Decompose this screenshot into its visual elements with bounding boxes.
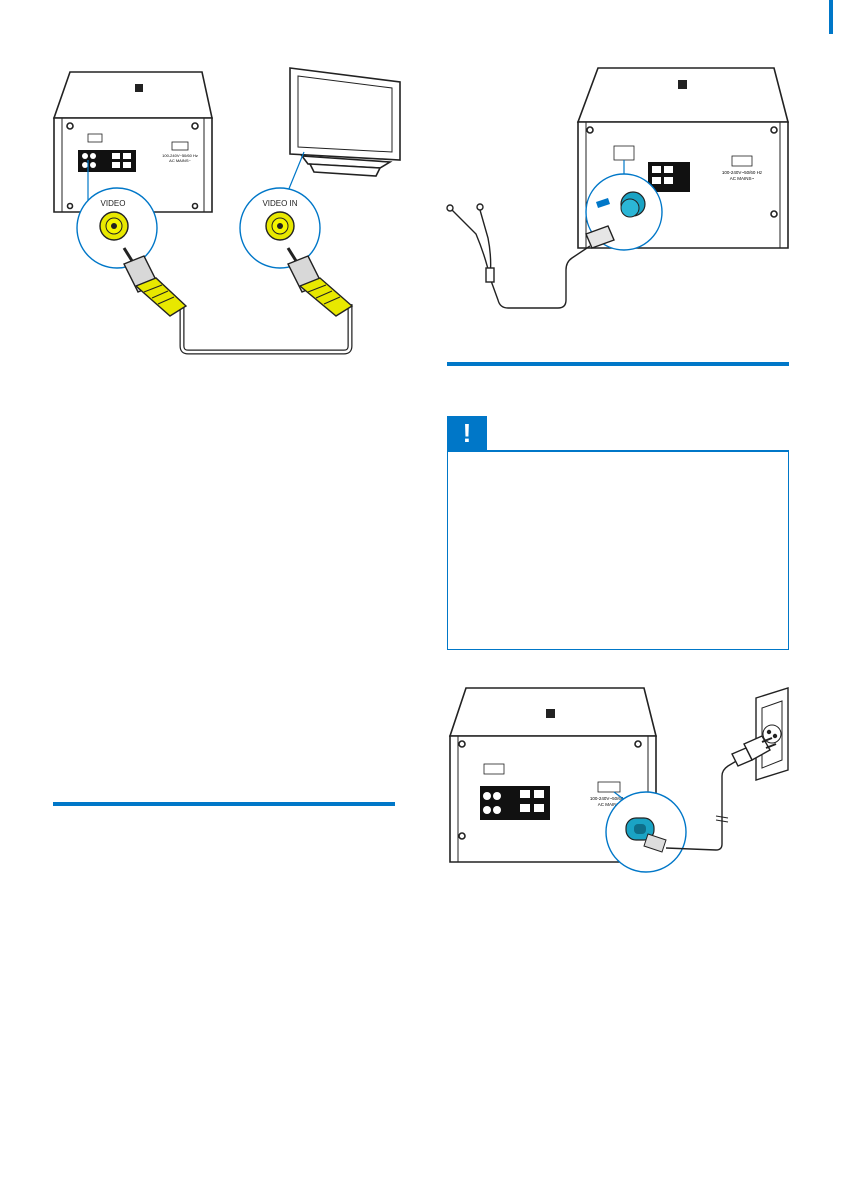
fm-antenna-wire [446,203,615,309]
video-in-magnifier: VIDEO IN [239,187,321,269]
mains-voltage-label: 100-240V~50/60 Hz [162,153,198,158]
fm-antenna-illustration: 100-240V~50/60 Hz AC MAINS~ [446,67,790,309]
section-divider [447,362,789,366]
page-edge-marker [829,0,833,34]
tv-illustration [289,67,401,177]
section-divider [53,802,395,806]
rear-panel: 100-240V~50/60 Hz AC MAINS~ [480,763,631,820]
mains-socket-label: AC MAINS~ [169,158,191,163]
mains-socket-label: AC MAINS~ [598,802,623,807]
video-port-label: VIDEO [101,199,126,208]
mains-voltage-label: 100-240V~50/60 Hz [722,170,763,175]
ac-socket-magnifier [605,791,687,873]
power-cord [665,753,749,851]
brand-logo-icon [546,709,555,718]
main-unit-back [52,71,213,213]
mains-socket-label: AC MAINS~ [730,176,755,181]
video-out-magnifier: VIDEO [76,187,158,269]
caution-box [447,450,789,650]
insert-arrow-icon [596,198,610,208]
wall-outlet-icon [755,687,789,781]
caution-icon: ! [447,416,487,450]
rca-plug-right [286,247,354,317]
mains-plug-icon [731,735,777,767]
rear-panel: 100-240V~50/60 Hz AC MAINS~ [78,133,198,172]
caution-glyph: ! [462,417,472,448]
video-cable [179,304,353,355]
video-connection-illustration: 100-240V~50/60 Hz AC MAINS~ VIDEO VIDEO … [52,67,401,355]
brand-logo-icon [678,80,687,89]
video-in-port-label: VIDEO IN [262,199,297,208]
mains-voltage-label: 100-240V~50/60 Hz [590,796,631,801]
rca-plug-left [122,247,188,317]
brand-logo-icon [135,84,143,92]
power-connection-illustration: 100-240V~50/60 Hz AC MAINS~ [448,687,789,873]
